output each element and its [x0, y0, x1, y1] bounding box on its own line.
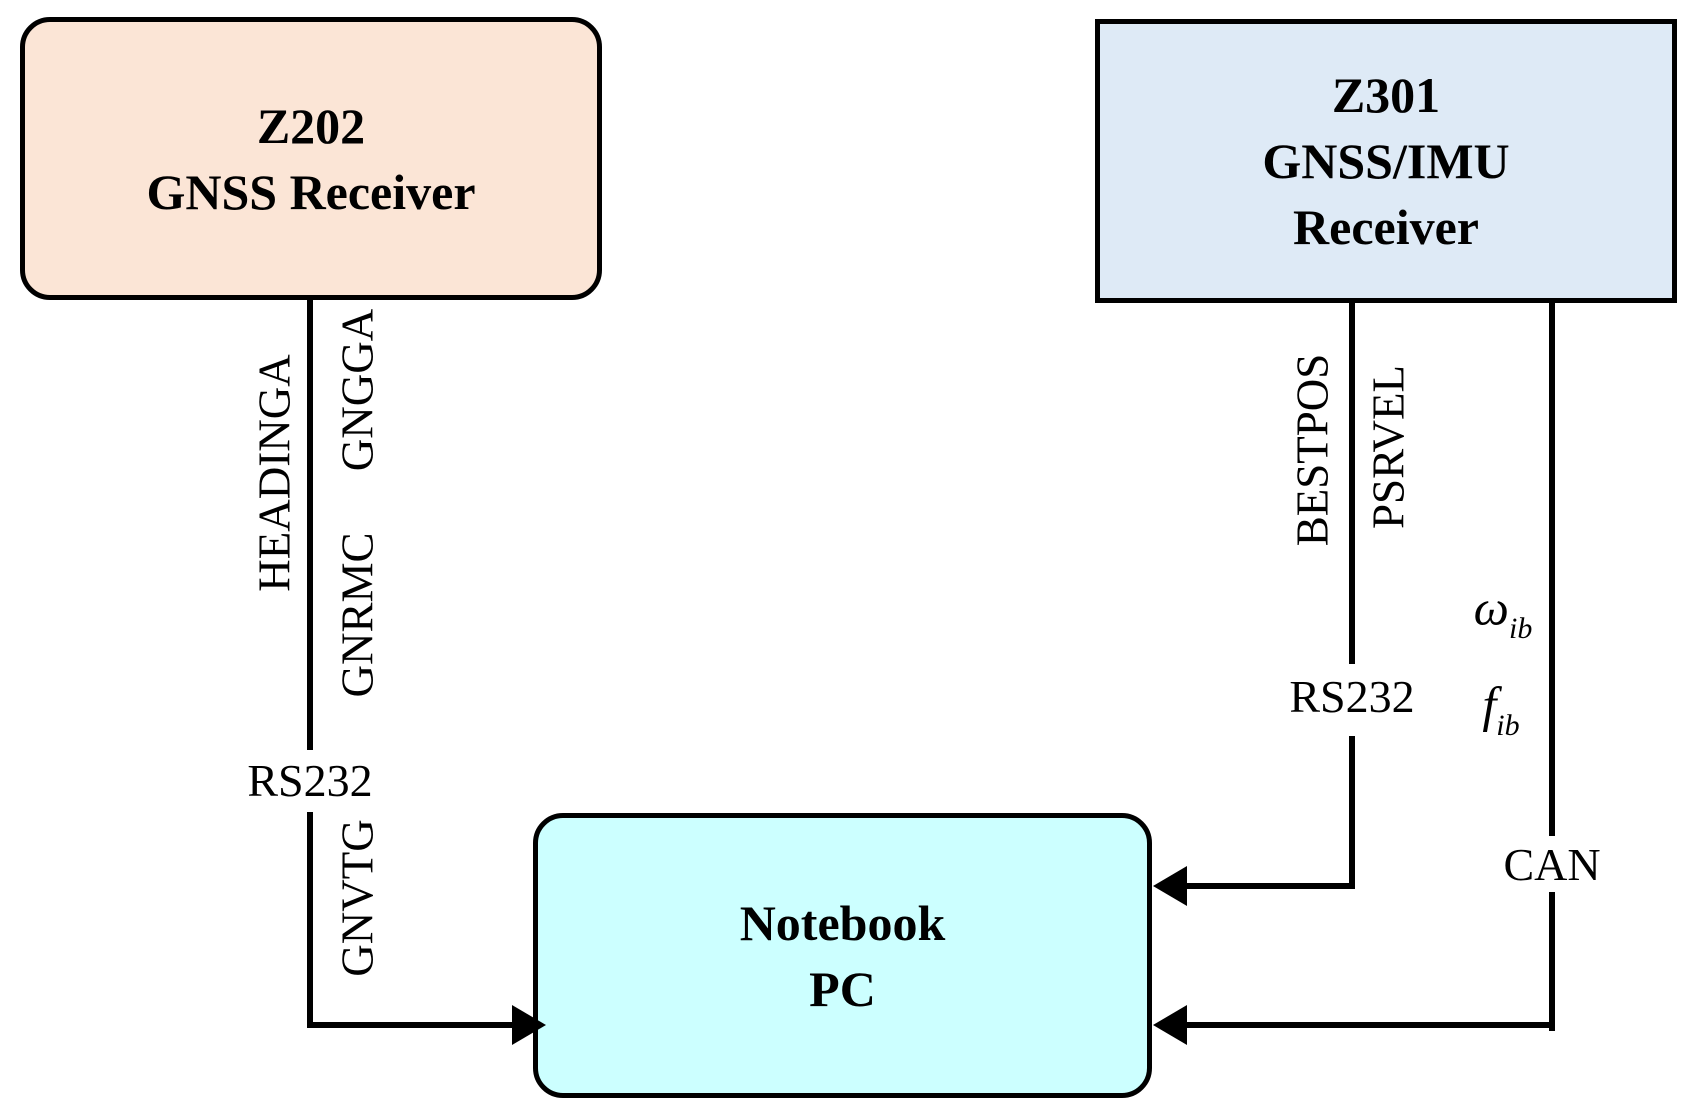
notebook-title-line2: PC	[809, 960, 876, 1017]
z301-rs232-connector-horizontal	[1187, 883, 1355, 889]
label-gngga: GNGGA	[332, 308, 383, 472]
z202-connector-vertical-lower	[307, 812, 313, 1028]
z301-can-connector-horizontal	[1187, 1022, 1555, 1028]
label-bestpos: BESTPOS	[1287, 353, 1338, 547]
z202-connector-horizontal	[307, 1022, 514, 1028]
notebook-title-line1: Notebook	[739, 894, 946, 951]
label-gnvtg: GNVTG	[332, 819, 383, 977]
label-rs232-z202: RS232	[245, 755, 375, 806]
z301-title-line3: Receiver	[1293, 199, 1479, 255]
arrowhead-left-icon	[1153, 866, 1187, 906]
label-rs232-z301: RS232	[1287, 671, 1417, 722]
label-psrvel: PSRVEL	[1363, 365, 1414, 529]
z301-rs232-connector-vertical-lower	[1349, 736, 1355, 889]
label-f-ib: fib	[1482, 676, 1520, 742]
arrowhead-right-icon	[512, 1005, 546, 1045]
z202-title-line2: GNSS Receiver	[146, 163, 476, 220]
z301-rs232-connector-vertical-upper	[1349, 301, 1355, 664]
label-gnrmc: GNRMC	[332, 532, 383, 698]
z301-title-line1: Z301	[1331, 67, 1441, 123]
z202-gnss-receiver-box: Z202 GNSS Receiver	[20, 17, 602, 300]
z301-title-line2: GNSS/IMU	[1262, 133, 1510, 189]
label-headinga: HEADINGA	[249, 354, 300, 592]
arrowhead-left-icon	[1153, 1005, 1187, 1045]
z301-can-connector-vertical-lower	[1549, 892, 1555, 1031]
label-can: CAN	[1501, 839, 1603, 890]
z202-title-line1: Z202	[256, 97, 366, 154]
z202-connector-vertical-upper	[307, 298, 313, 750]
z301-gnss-imu-receiver-box: Z301 GNSS/IMU Receiver	[1095, 19, 1677, 303]
notebook-pc-box: Notebook PC	[533, 813, 1152, 1098]
label-omega-ib: ωib	[1473, 579, 1533, 645]
z301-can-connector-vertical-upper	[1549, 301, 1555, 836]
